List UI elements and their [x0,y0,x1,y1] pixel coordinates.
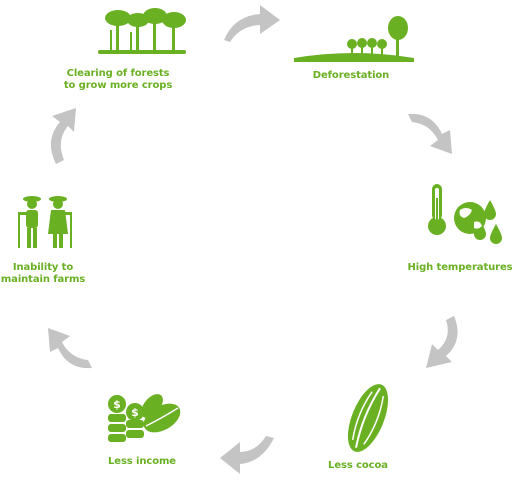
stage-label-line: Clearing of forests [66,68,170,79]
stage-label-line: to grow more crops [63,80,173,91]
stage-label-line: Inability to [12,262,74,273]
svg-text:$: $ [131,406,139,419]
stage-label-less-income: Less income [96,456,188,468]
stage-label-line: Deforestation [312,70,390,81]
stage-label-inability: Inability to maintain farms [0,262,86,286]
cycle-arrow-icon [224,5,280,42]
cycle-arrow-icon [48,328,92,369]
cycle-arrow-icon [220,436,274,474]
svg-text:$: $ [113,398,121,411]
stage-label-deforestation: Deforestation [296,70,406,82]
cocoa-bean-icon [347,384,389,452]
deforested-land-icon [294,16,414,62]
stage-label-high-temperatures: High temperatures [404,262,515,274]
coins-and-pod-icon: $ $ [108,394,181,442]
stage-label-clearing: Clearing of forests to grow more crops [58,68,178,92]
stage-label-line: maintain farms [0,274,86,285]
stage-label-line: Less income [108,456,176,467]
cycle-arrow-icon [50,108,76,164]
cycle-arrow-icon [426,316,458,368]
stage-label-line: High temperatures [407,262,513,273]
stage-label-line: Less cocoa [328,460,388,471]
thermometer-globe-icon [428,184,502,244]
trees-icon [98,8,186,54]
cycle-arrow-icon [408,113,452,154]
farmers-icon [18,196,72,248]
stage-label-less-cocoa: Less cocoa [318,460,398,472]
